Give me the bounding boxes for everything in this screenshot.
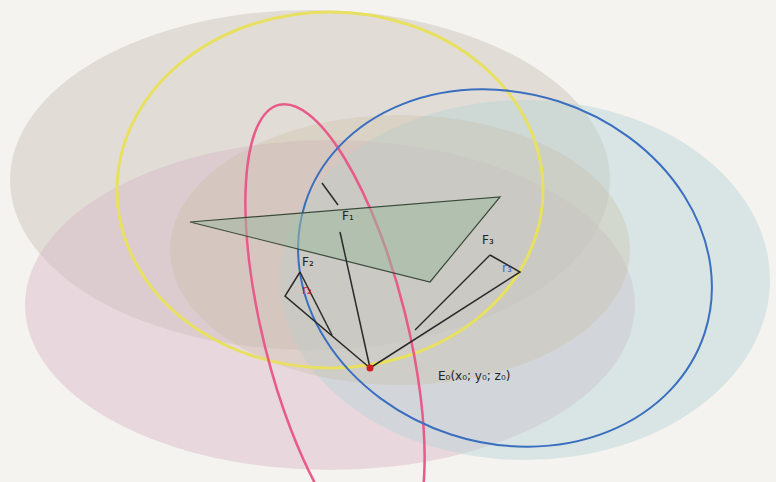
range-line bbox=[285, 272, 370, 368]
range-line bbox=[300, 272, 332, 335]
range-line bbox=[370, 255, 520, 368]
satellite-label: F₂ bbox=[300, 256, 316, 269]
satellite-label: F₁ bbox=[340, 210, 356, 223]
range-line bbox=[340, 232, 370, 368]
range-line bbox=[322, 183, 338, 205]
distance-label: r₃ bbox=[500, 262, 514, 275]
receiver-point bbox=[367, 365, 374, 372]
point-coordinates: E₀(x₀; y₀; z₀) bbox=[436, 370, 512, 383]
yellow-circle bbox=[117, 12, 543, 368]
range-line bbox=[415, 255, 490, 330]
blue-circle bbox=[251, 37, 759, 482]
satellite-label: F₃ bbox=[480, 234, 496, 247]
sphere-disks bbox=[10, 10, 770, 470]
satellite-plane bbox=[190, 197, 500, 282]
range-lines bbox=[285, 183, 520, 368]
distance-label: r₂ bbox=[300, 284, 314, 297]
overlap-disk bbox=[170, 115, 630, 385]
